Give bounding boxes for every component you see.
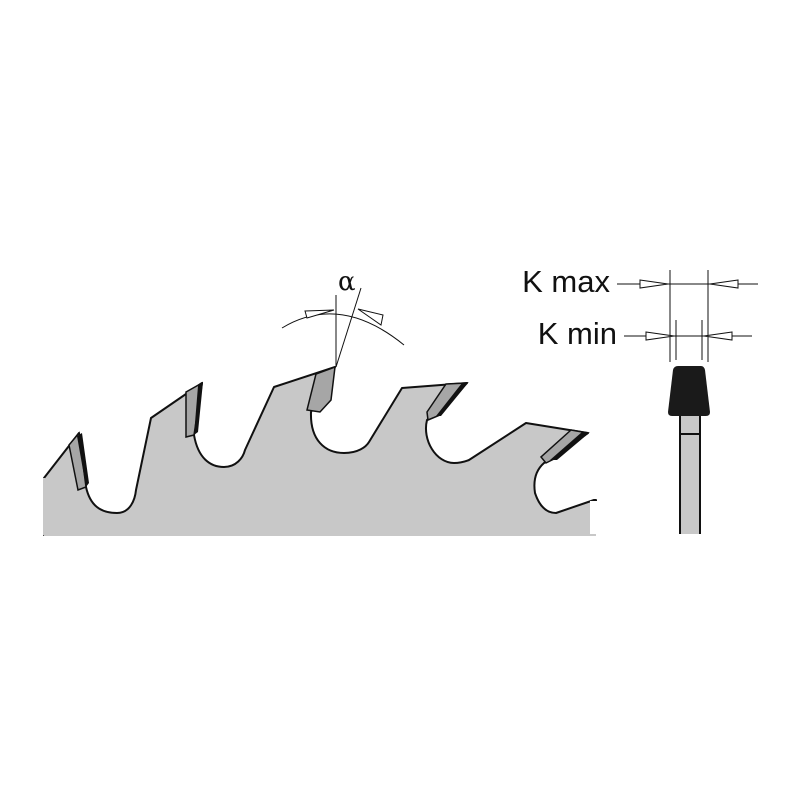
tooth-side-view: [668, 366, 710, 538]
k-max-label: K max: [522, 264, 610, 299]
k-min-arrow-left-icon: [645, 331, 675, 341]
k-max-arrow-left-icon: [639, 279, 669, 289]
angle-arrow-left-icon: [304, 309, 335, 319]
carbide-tip-side: [668, 366, 710, 416]
blade-plate-side: [679, 413, 701, 537]
k-min-label: K min: [538, 316, 617, 351]
carbide-insert-1: [68, 431, 89, 492]
angle-arrow-right-icon: [357, 308, 384, 326]
saw-blade-body: [43, 366, 597, 536]
kerf-dimensions: [617, 270, 758, 362]
angle-label: α: [338, 267, 356, 297]
carbide-insert-5: [539, 429, 590, 464]
carbide-insert-2: [185, 381, 203, 438]
side-mask: [679, 534, 701, 538]
edge-mask: [590, 501, 598, 537]
carbide-insert-4: [426, 382, 469, 422]
angle-arc: [281, 313, 405, 346]
k-max-arrow-right-icon: [709, 279, 739, 289]
angle-annotation: [281, 287, 405, 368]
angle-line: [335, 287, 362, 368]
k-min-arrow-right-icon: [703, 331, 733, 341]
carbide-insert-3: [306, 365, 336, 413]
